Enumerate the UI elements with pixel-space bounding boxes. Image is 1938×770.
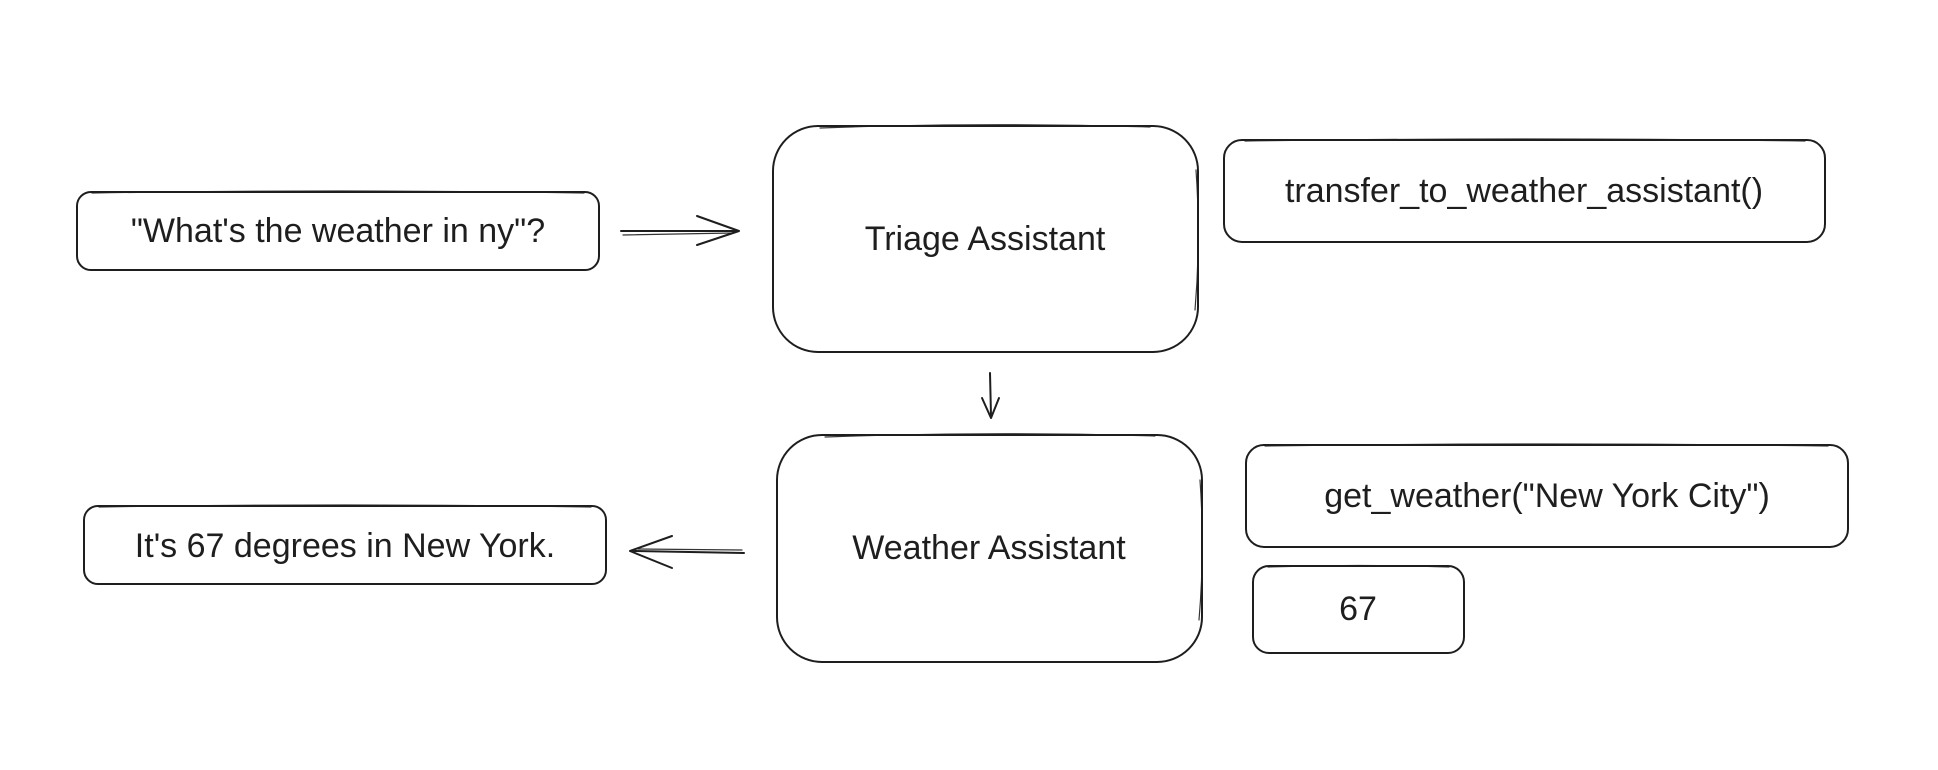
final-response-text: It's 67 degrees in New York. [135,527,555,565]
user-query-node: "What's the weather in ny"? [76,190,600,271]
weather-tool-result-text: 67 [1339,590,1377,628]
arrow-query-to-triage [620,215,740,246]
triage-tool-call-node: transfer_to_weather_assistant() [1223,138,1826,243]
triage-assistant-node: Triage Assistant [772,124,1199,353]
arrow-triage-to-weather [981,372,1000,419]
triage-tool-call-text: transfer_to_weather_assistant() [1285,172,1763,210]
triage-assistant-label: Triage Assistant [865,220,1106,258]
arrow-weather-to-response [629,535,745,569]
user-query-text: "What's the weather in ny"? [131,212,545,250]
final-response-node: It's 67 degrees in New York. [83,504,607,585]
weather-tool-call-node: get_weather("New York City") [1245,443,1849,548]
weather-tool-result-node: 67 [1252,564,1465,654]
weather-assistant-node: Weather Assistant [776,433,1203,663]
weather-tool-call-text: get_weather("New York City") [1324,477,1770,515]
weather-assistant-label: Weather Assistant [852,529,1126,567]
